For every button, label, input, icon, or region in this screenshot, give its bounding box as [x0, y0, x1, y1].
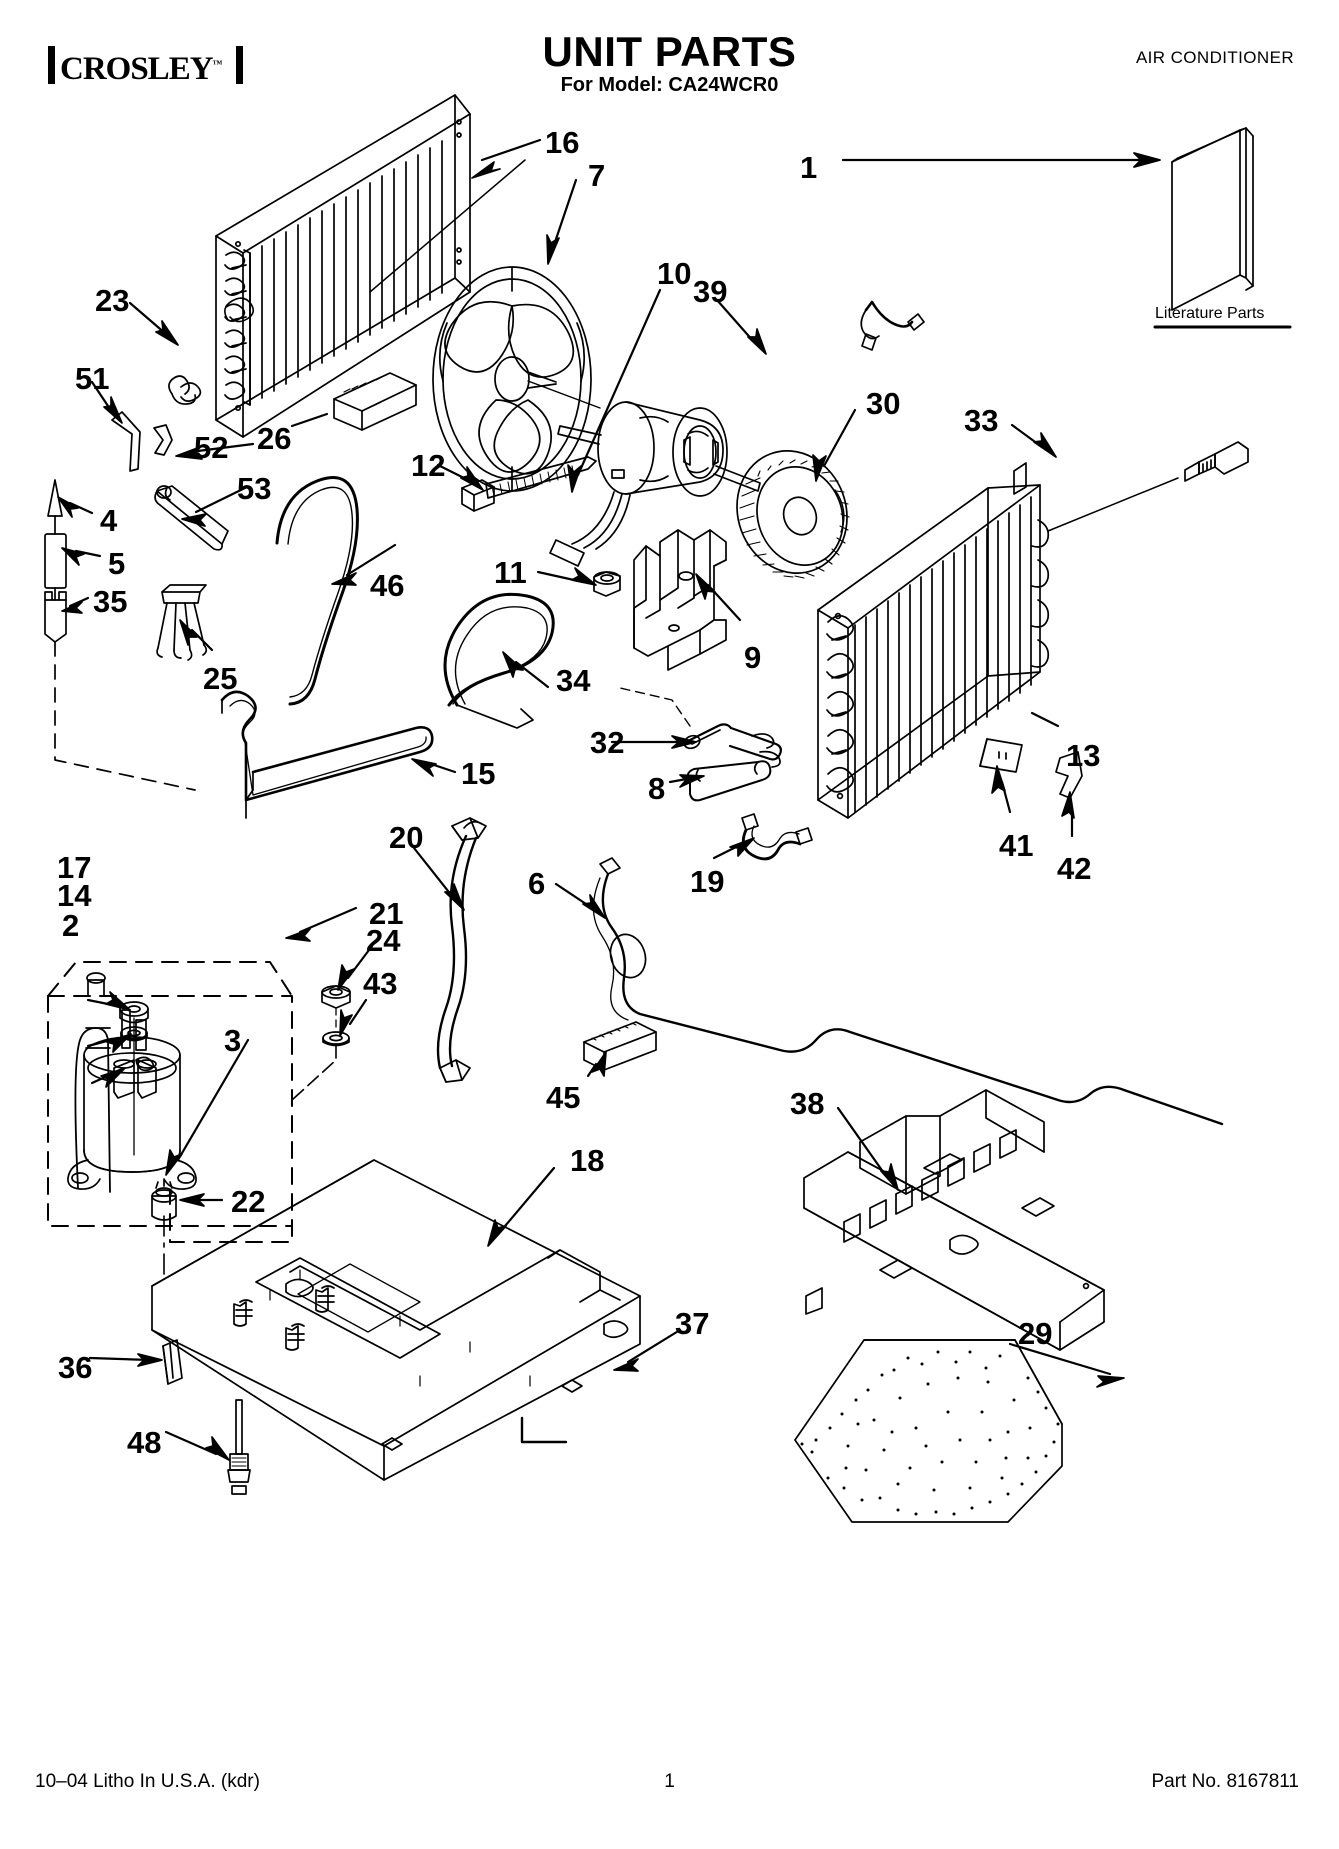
- model-subtitle: For Model: CA24WCR0: [560, 74, 779, 96]
- callout-53: 53: [237, 471, 272, 506]
- callout-7: 7: [588, 158, 606, 193]
- callout-19: 19: [690, 864, 725, 899]
- callout-29: 29: [1018, 1316, 1053, 1351]
- callout-52: 52: [194, 430, 229, 465]
- part-39-spring-clip: [860, 300, 925, 351]
- callout-15: 15: [461, 756, 496, 791]
- part-2-grommet: [113, 1059, 157, 1099]
- part-12-wire-tie: [461, 456, 597, 512]
- logo-bracket-right: [236, 46, 243, 84]
- callout-21: 21: [369, 896, 404, 931]
- part-35-connector: [44, 591, 67, 643]
- callout-12: 12: [411, 448, 446, 483]
- part-8-filter-drier: [686, 760, 772, 802]
- callout-34: 34: [556, 663, 591, 698]
- callout-35: 35: [93, 584, 128, 619]
- part-33-screw: [1184, 441, 1249, 482]
- part-34-wire-form: [443, 592, 555, 729]
- callout-5: 5: [108, 546, 126, 581]
- part-37-bracket: [520, 1416, 568, 1444]
- callout-48: 48: [127, 1425, 162, 1460]
- part-11-nut: [593, 571, 621, 597]
- callout-33: 33: [964, 403, 999, 438]
- callout-32: 32: [590, 725, 625, 760]
- literature-parts-label: Literature Parts: [1155, 305, 1265, 322]
- footer-part-number: Part No. 8167811: [1151, 1771, 1299, 1792]
- callout-4: 4: [100, 503, 118, 538]
- callout-6: 6: [528, 866, 546, 901]
- callout-36: 36: [58, 1350, 93, 1385]
- callout-38: 38: [790, 1086, 825, 1121]
- part-15-capillary-tube: [220, 690, 434, 819]
- callout-24: 24: [366, 923, 401, 958]
- part-48-stud: [227, 1399, 251, 1495]
- part-9-motor-bracket: [633, 529, 727, 671]
- part-32-receiver-tube: [610, 687, 782, 768]
- callout-10: 10: [657, 256, 692, 291]
- callout-14: 14: [57, 878, 92, 913]
- brand-name: CROSLEY: [60, 51, 214, 87]
- callout-43: 43: [363, 966, 398, 1001]
- callout-3: 3: [224, 1023, 242, 1058]
- part-52-bracket: [153, 424, 173, 456]
- callout-42: 42: [1057, 851, 1092, 886]
- callout-2: 2: [62, 908, 80, 943]
- callout-22: 22: [231, 1184, 266, 1219]
- callout-41: 41: [999, 828, 1034, 863]
- part-36-clip: [162, 1339, 183, 1385]
- part-16-condenser-coil: [215, 94, 471, 438]
- trademark-symbol: ™: [212, 59, 223, 70]
- callout-46: 46: [370, 568, 405, 603]
- part-1-literature: [1171, 127, 1254, 311]
- logo-bracket-left: [48, 46, 55, 84]
- part-6-drain-tube: [592, 857, 1224, 1126]
- callout-26: 26: [257, 421, 292, 456]
- part-29-foam-pad: [794, 1339, 1063, 1523]
- footer-litho-info: 10–04 Litho In U.S.A. (kdr): [35, 1771, 260, 1792]
- callout-37: 37: [675, 1306, 710, 1341]
- part-53-tube-pair: [154, 485, 229, 551]
- part-45-label-plate: [583, 1021, 657, 1071]
- part-17-lock-nut: [119, 1001, 149, 1024]
- callout-30: 30: [866, 386, 901, 421]
- part-30-blower-wheel: [736, 450, 850, 579]
- part-20-wiring-harness: [436, 817, 487, 1083]
- callout-9: 9: [744, 640, 762, 675]
- callout-16: 16: [545, 125, 580, 160]
- callout-17: 17: [57, 850, 92, 885]
- part-21-leader: [285, 906, 358, 942]
- callout-23: 23: [95, 283, 130, 318]
- part-23-clip: [168, 375, 202, 405]
- part-41-bracket: [979, 738, 1023, 773]
- part-26-filter-block: [333, 372, 417, 431]
- part-25-wire-harness: [156, 584, 208, 661]
- part-13-evaporator-coil: [817, 462, 1050, 819]
- part-22-mount: [151, 1179, 177, 1221]
- callout-8: 8: [648, 771, 666, 806]
- product-category: AIR CONDITIONER: [1135, 48, 1294, 67]
- footer-page-number: 1: [664, 1771, 675, 1792]
- callout-20: 20: [389, 820, 424, 855]
- part-51-bracket: [111, 411, 141, 472]
- callout-39: 39: [693, 274, 728, 309]
- crosley-logo: CROSLEY™: [48, 44, 248, 87]
- part-38-air-guide: [803, 1089, 1105, 1351]
- part-19-hose: [741, 813, 813, 861]
- part-5-sensor-body: [44, 533, 67, 589]
- callout-1: 1: [800, 150, 818, 185]
- callout-11: 11: [494, 555, 527, 590]
- callout-13: 13: [1066, 738, 1101, 773]
- callout-51: 51: [75, 361, 110, 396]
- part-46-wire-form: [275, 476, 359, 706]
- page-title: UNIT PARTS: [542, 28, 797, 75]
- part-24-nut: [321, 985, 351, 1009]
- callout-18: 18: [570, 1143, 605, 1178]
- callout-45: 45: [546, 1080, 581, 1115]
- part-10-fan-motor: [549, 401, 761, 567]
- part-18-base-pan: [151, 1159, 641, 1481]
- callout-25: 25: [203, 661, 238, 696]
- part-42-bracket: [1055, 751, 1083, 799]
